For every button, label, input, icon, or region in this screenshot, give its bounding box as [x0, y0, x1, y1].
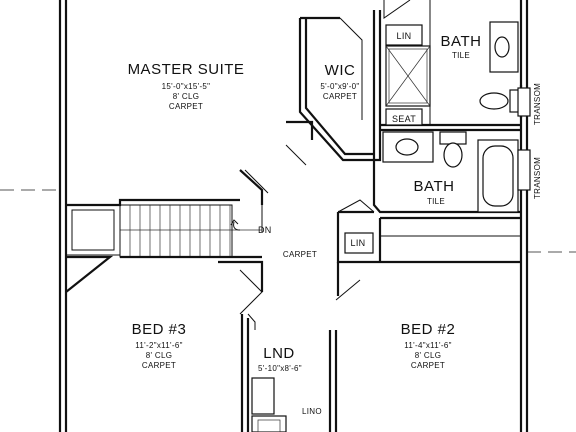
laundry-appliance-2	[251, 415, 287, 432]
bed3-ceiling: 8' CLG	[146, 351, 172, 360]
bed2-size: 11'-4"x11'-6"	[404, 341, 451, 350]
bed2-ceiling: 8' CLG	[415, 351, 441, 360]
transom-lower-label: TRANSOM	[533, 157, 542, 199]
bed2-floor: CARPET	[411, 361, 445, 370]
hall-floor-label: CARPET	[283, 250, 317, 259]
wic-floor: CARPET	[323, 92, 357, 101]
lnd-floor-label: LINO	[302, 407, 322, 416]
master-suite-title: MASTER SUITE	[128, 61, 245, 78]
wic-title: WIC	[325, 62, 356, 79]
bath-floor: TILE	[427, 197, 445, 206]
master-bath-title: BATH	[441, 33, 482, 50]
master-suite-ceiling: 8' CLG	[173, 92, 199, 101]
transom-upper-label: TRANSOM	[533, 83, 542, 125]
bed3-title: BED #3	[132, 321, 187, 338]
wic-size: 5'-0"x9'-0"	[320, 82, 359, 91]
bedroom-walls	[218, 260, 361, 432]
dn-label: DN	[258, 225, 272, 235]
wic-walls	[298, 10, 382, 162]
lin-top-label: LIN	[397, 31, 412, 41]
master-suite-floor: CARPET	[169, 102, 203, 111]
master-bath-floor: TILE	[452, 51, 470, 60]
bath-title: BATH	[414, 178, 455, 195]
shower-seat	[385, 108, 423, 126]
stair-treads	[129, 205, 231, 257]
master-bath	[380, 0, 531, 132]
transom-window-upper	[517, 87, 531, 117]
bed3-floor: CARPET	[142, 361, 176, 370]
master-suite-walls	[66, 120, 314, 232]
seat-label: SEAT	[392, 114, 416, 124]
lnd-size: 5'-10"x8'-6"	[258, 364, 302, 373]
bed2-title: BED #2	[401, 321, 456, 338]
hall-linen-closet	[336, 199, 521, 264]
bed3-size: 11'-2"x11'-6"	[135, 341, 182, 350]
master-sink	[494, 36, 510, 58]
laundry-appliance-1	[251, 377, 275, 415]
lin-closet-top	[385, 24, 423, 46]
staircase	[65, 204, 262, 293]
second-bath	[372, 131, 531, 220]
master-toilet-bowl	[479, 92, 509, 110]
transom-window-lower	[517, 149, 531, 191]
lnd-title: LND	[263, 345, 295, 362]
master-suite-size: 15'-0"x15'-5"	[162, 82, 211, 91]
bath-toilet-bowl	[443, 142, 463, 168]
lin-hall-label: LIN	[351, 238, 366, 248]
bath-sink	[395, 138, 419, 156]
bath-toilet-tank	[439, 131, 467, 145]
